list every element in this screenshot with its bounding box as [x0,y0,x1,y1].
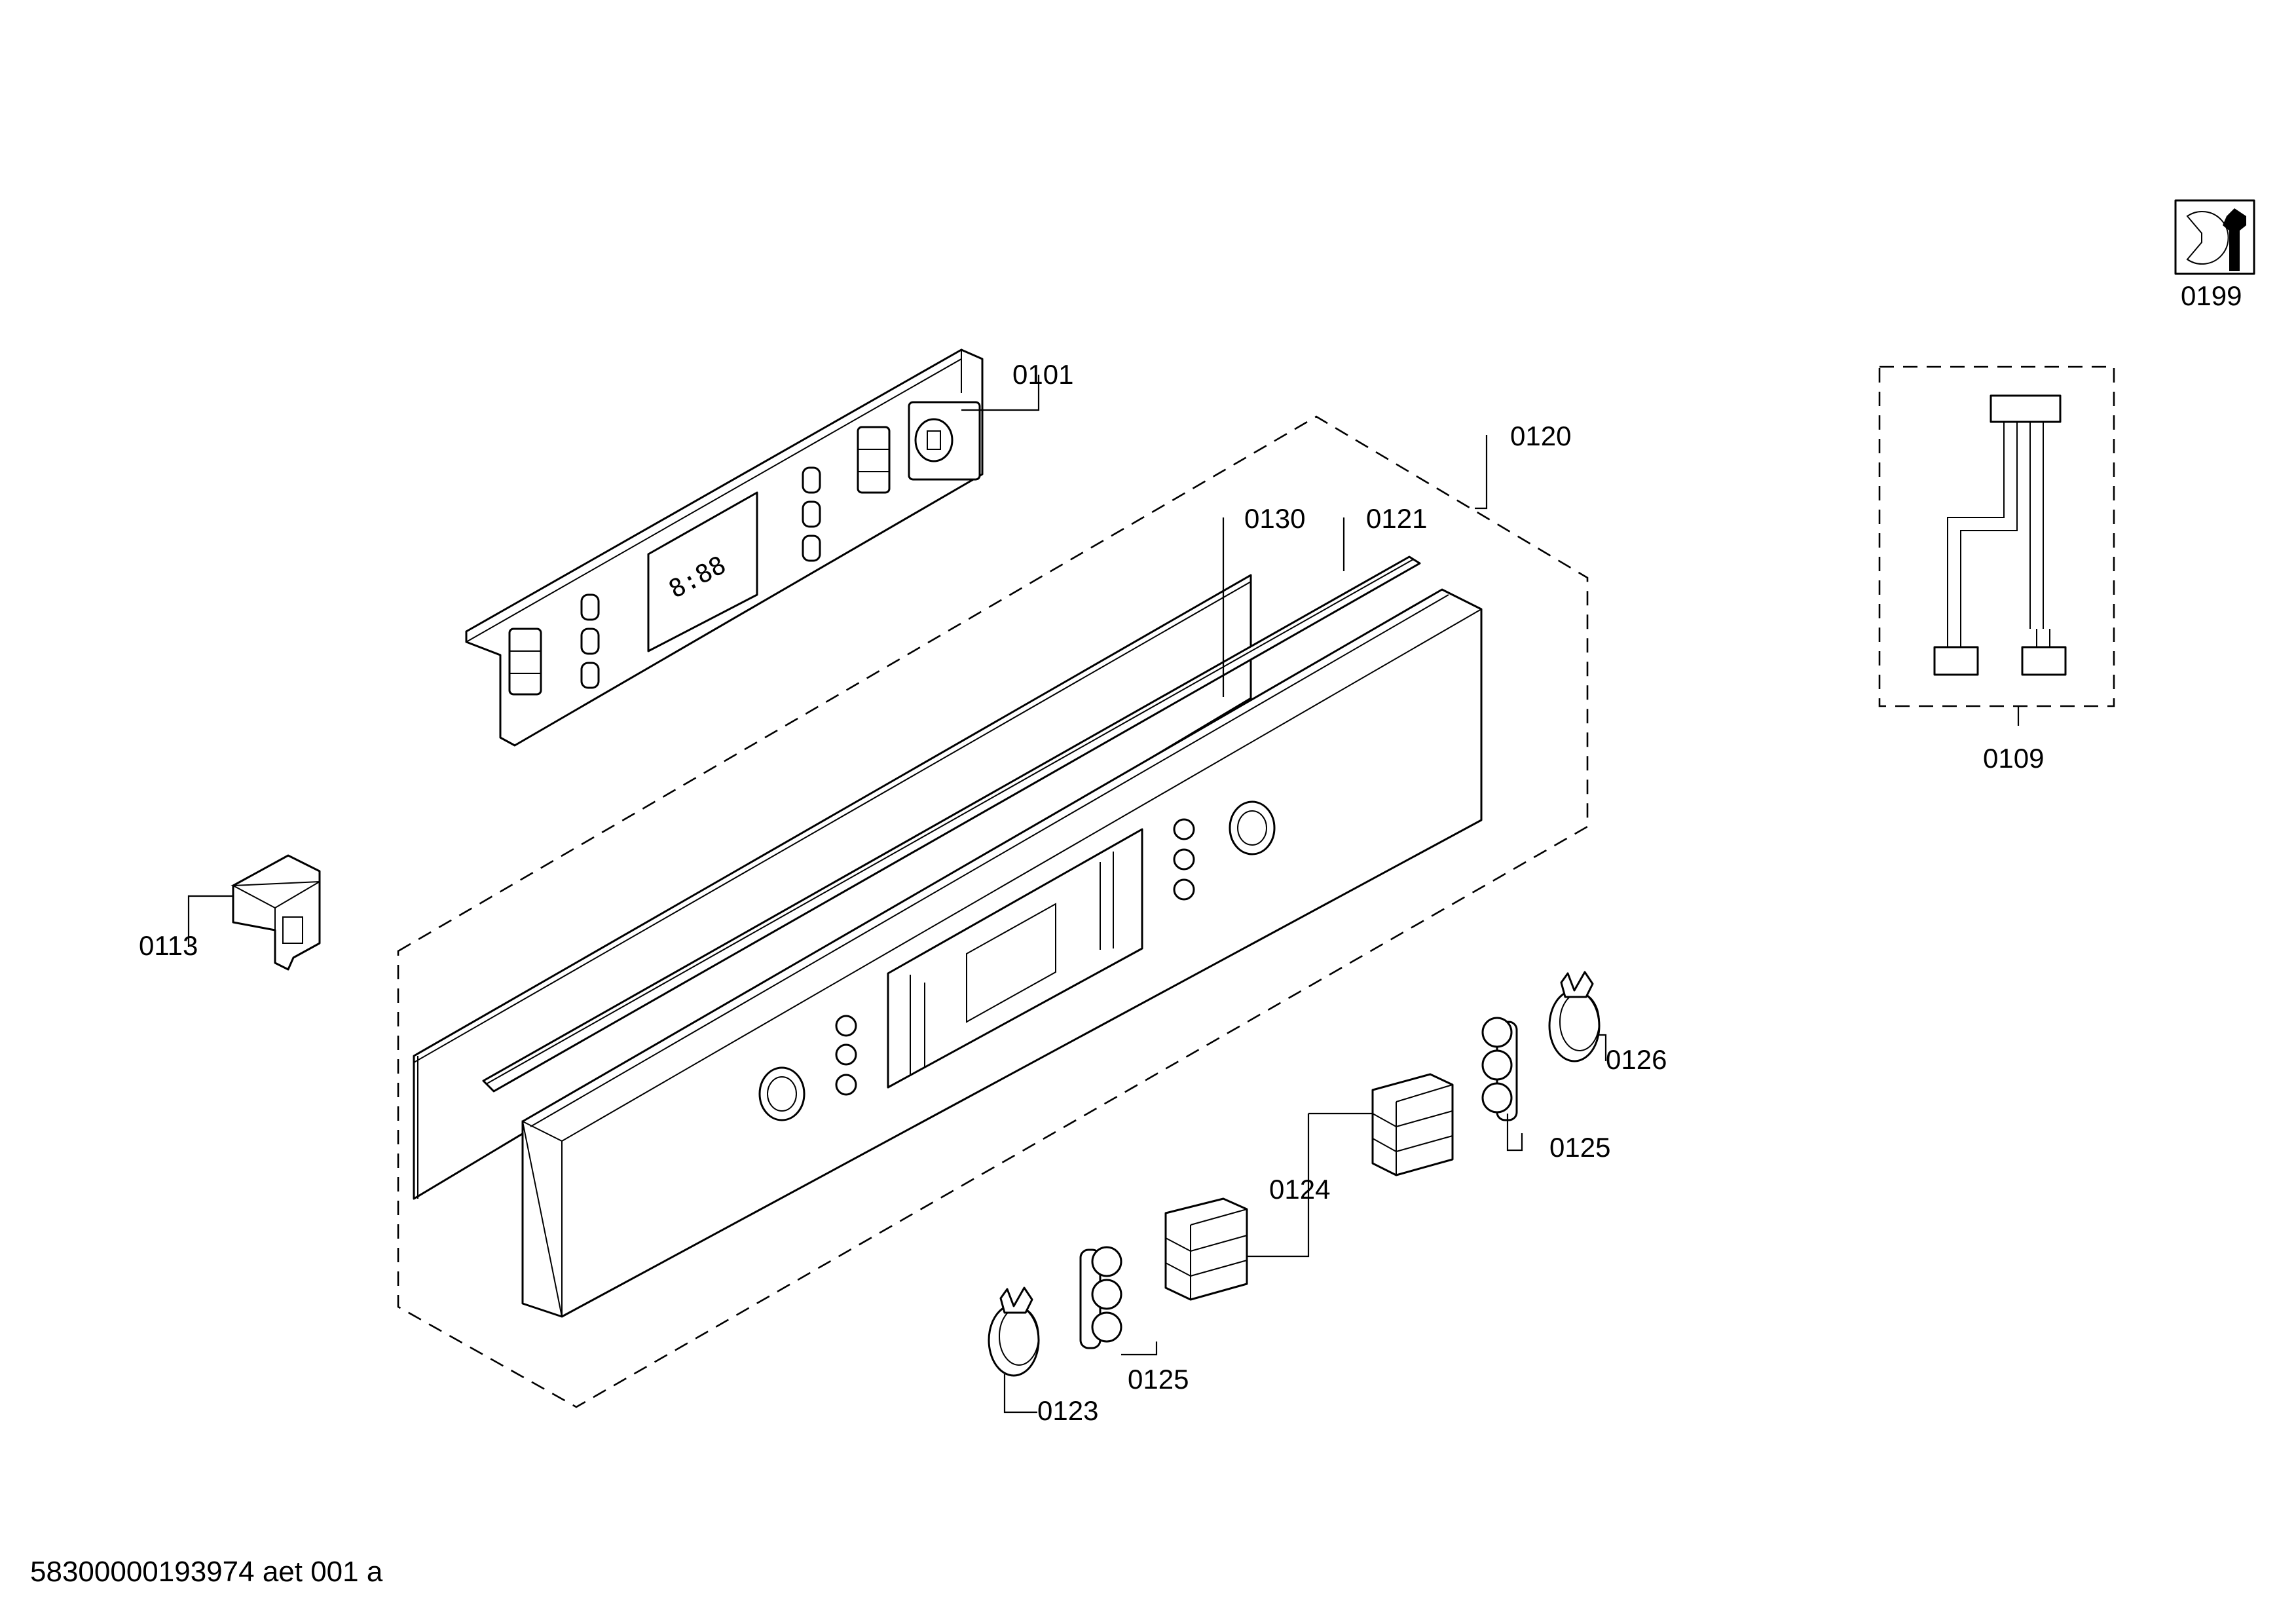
document-id-footer: 58300000193974 aet 001 a [30,1556,383,1588]
label-0124: 0124 [1269,1174,1330,1205]
bracket-0113 [231,854,321,971]
wrench-service-icon [2174,199,2255,275]
label-0126: 0126 [1606,1044,1667,1075]
button-strip-0124-right [1371,1073,1454,1176]
label-0130: 0130 [1244,503,1305,534]
leader-lines [187,375,2020,1414]
label-0101: 0101 [1012,359,1073,390]
front-panel-0120 [521,588,1483,1318]
control-module-0101: 8:88 [465,348,984,747]
trim-strip-0121 [482,555,1421,1093]
label-0121: 0121 [1366,503,1427,534]
assembly-0120-boundary [397,415,1589,1408]
label-0125-left: 0125 [1128,1364,1189,1395]
button-cluster-0125-right [1481,1017,1518,1121]
label-0125-right: 0125 [1549,1132,1610,1163]
label-0113: 0113 [139,930,198,961]
knob-0126 [1548,971,1601,1062]
knob-0123 [988,1286,1040,1377]
label-0109: 0109 [1983,743,2044,774]
label-0123: 0123 [1037,1395,1098,1426]
button-strip-0124-left [1164,1197,1248,1301]
wiring-harness-0109 [1878,366,2115,707]
label-0199: 0199 [2181,280,2242,311]
button-cluster-0125-left [1079,1246,1122,1349]
label-0120: 0120 [1510,421,1571,451]
